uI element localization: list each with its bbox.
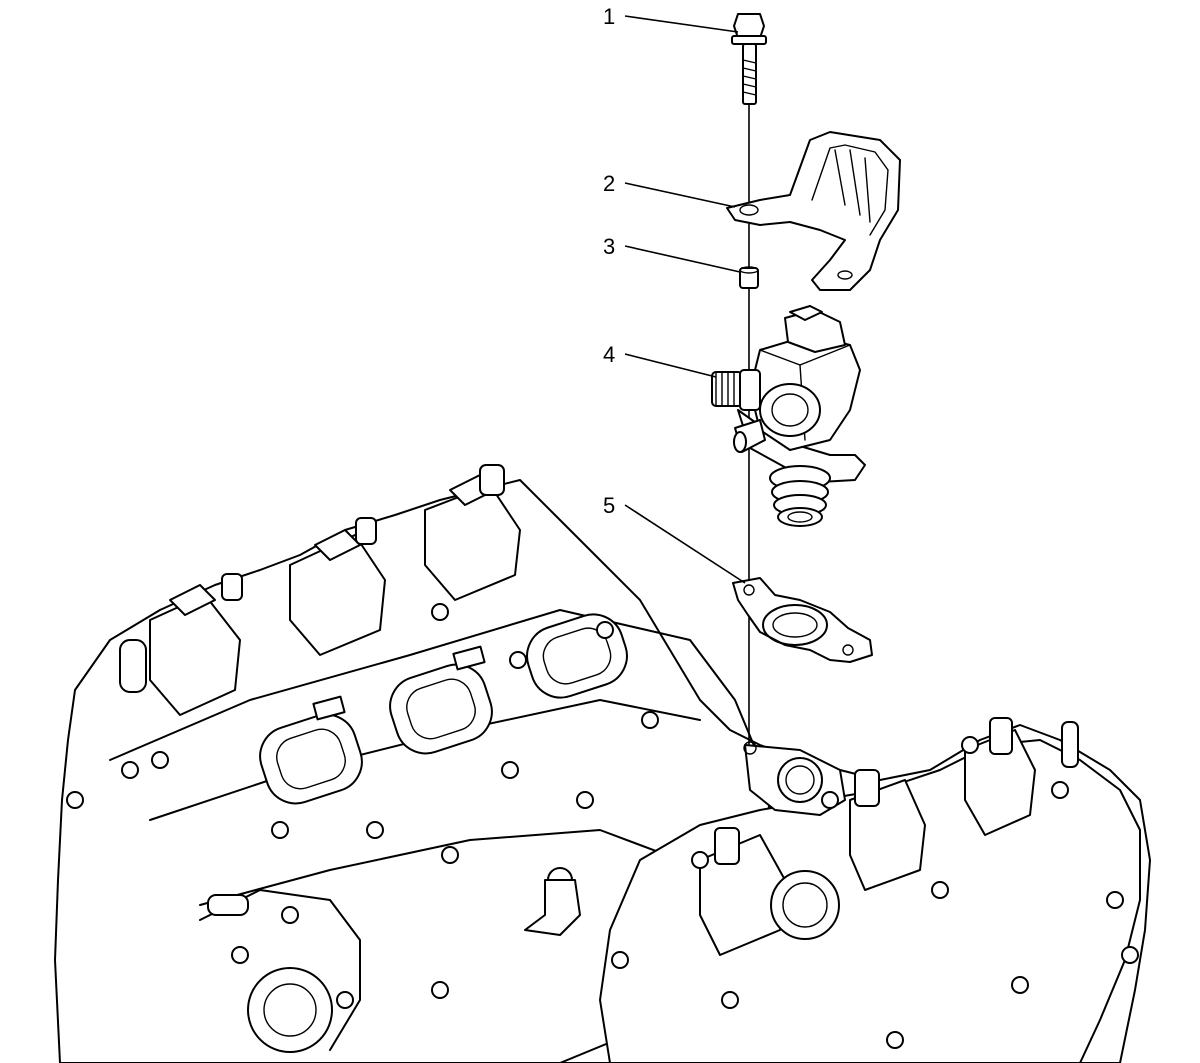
callout-1-label: 1 — [603, 4, 615, 29]
spacer — [739, 266, 759, 289]
engine-block — [54, 464, 1151, 1063]
shield — [726, 131, 901, 291]
callout-5-label: 5 — [603, 493, 615, 518]
callout-4-label: 4 — [603, 342, 615, 367]
callout-labels: 1 2 3 4 5 — [603, 4, 615, 518]
block-bolt-heads — [66, 603, 1139, 1049]
bolt — [731, 13, 767, 105]
coil-packs-left — [119, 464, 521, 716]
gasket — [732, 577, 873, 663]
pump — [711, 305, 866, 527]
callout-2-label: 2 — [603, 171, 615, 196]
callout-leaders — [624, 15, 746, 584]
callout-3-label: 3 — [603, 234, 615, 259]
